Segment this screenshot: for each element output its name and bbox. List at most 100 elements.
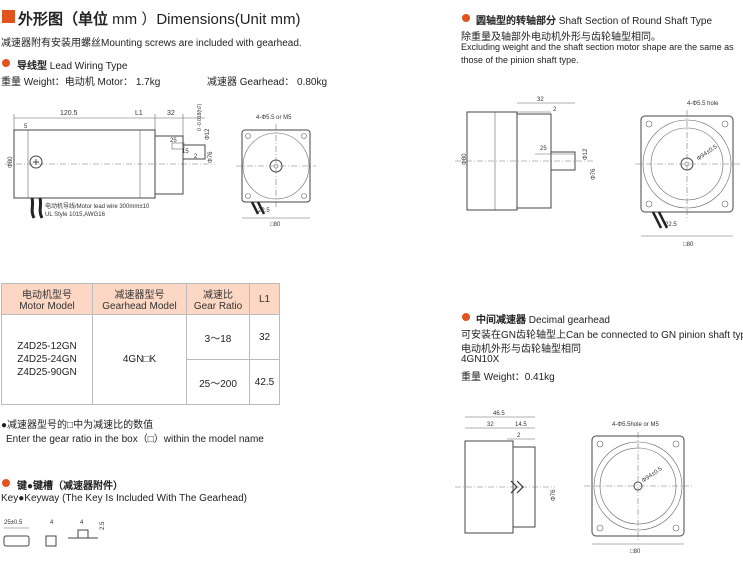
dim-5: 5 — [24, 124, 28, 130]
round-shaft-label-en: Shaft Section of Round Shaft Type — [558, 16, 713, 27]
motor-model-1: Z4D25-12GN — [17, 341, 77, 352]
rs-dim-2: 2 — [553, 107, 557, 113]
round-shaft-desc-en1: Excluding weight and the shaft section m… — [461, 42, 734, 52]
title-marker — [2, 10, 15, 23]
key-dim-4b: 4 — [80, 520, 84, 526]
table-row: Z4D25-12GN Z4D25-24GN Z4D25-90GN 4GN□K 3… — [1, 314, 280, 405]
dg-dim-14-5: 14.5 — [515, 422, 527, 428]
round-shaft-label-zh: 圆轴型的转轴部分 — [476, 16, 556, 27]
key-dim-25: 25±0.5 — [4, 520, 23, 526]
lead-wiring-label-zh: 导线型 — [17, 61, 47, 72]
cell-ratio-1: 3～18 — [186, 314, 250, 360]
rs-dim-sq80: □80 — [683, 242, 694, 248]
header-l1: L1 — [249, 283, 280, 315]
decimal-bullet — [462, 313, 470, 321]
decimal-label: 中间减速器 Decimal gearhead — [476, 311, 610, 326]
header-gear-ratio: 减速比 Gear Ratio — [186, 283, 250, 315]
dg-dim-phi76: Φ76 — [551, 489, 557, 501]
dim-25: 25 — [170, 138, 177, 144]
gearhead-weight: 减速器 Gearhead： 0.80kg — [207, 77, 328, 88]
dg-dim-46-5: 46.5 — [493, 411, 505, 417]
decimal-label-en: Decimal gearhead — [528, 315, 610, 326]
gear-note-zh: ●减速器型号的□中为减速比的数值 — [1, 420, 154, 431]
title-en: Dimensions(Unit mm) — [156, 11, 301, 28]
decimal-front-drawing: 4-Φ5.5hole or M5 Φ94±0.5 □80 — [584, 422, 692, 555]
dim-22-5: 22.5 — [258, 208, 270, 214]
decimal-label-zh: 中间减速器 — [476, 315, 526, 326]
dg-dim-32: 32 — [487, 422, 494, 428]
hole-label: 4-Φ5.5 or M5 — [256, 115, 292, 121]
header-motor-zh: 电动机型号 — [22, 290, 72, 301]
dg-dim-2: 2 — [517, 433, 521, 439]
rs-dim-phi12: Φ12 — [583, 148, 589, 160]
rs-hole-label: 4-Φ5.5 hole — [687, 101, 719, 107]
cell-ratio-2: 25～200 — [186, 359, 250, 405]
cell-motor-models: Z4D25-12GN Z4D25-24GN Z4D25-90GN — [1, 314, 93, 405]
round-shaft-side-drawing: 32 2 25 Φ80 Φ12 Φ76 — [455, 97, 597, 211]
dg-hole-label: 4-Φ5.5hole or M5 — [612, 422, 659, 428]
round-shaft-label: 圆轴型的转轴部分 Shaft Section of Round Shaft Ty… — [476, 12, 712, 27]
header-gearhead-en: Gearhead Model — [102, 301, 177, 312]
rs-dim-32: 32 — [537, 97, 544, 103]
key-desc: Key●Keyway (The Key Is Included With The… — [1, 493, 247, 504]
dim-sq80: □80 — [270, 222, 281, 228]
header-ratio-zh: 减速比 — [203, 290, 233, 301]
dim-phi76: Φ76 — [208, 151, 214, 163]
key-bullet — [2, 479, 10, 487]
lead-wiring-side-drawing: 120.5 L1 32 5 25 15 2 Φ80 Φ12 Φ76 0 -0.0… — [5, 103, 215, 219]
rs-dim-phi94: Φ94±0.5 — [696, 144, 719, 163]
key-drawing: 25±0.5 4 4 2.5 — [3, 520, 106, 547]
round-shaft-front-drawing: 4-Φ5.5 hole Φ94±0.5 22.5 □80 — [635, 101, 741, 248]
mounting-note: 减速器附有安装用螺丝Mounting screws are included w… — [1, 38, 302, 49]
title-unit: mm ） — [108, 11, 157, 28]
dim-phi12: Φ12 — [205, 128, 211, 140]
decimal-model: 4GN10X — [461, 354, 500, 365]
header-gearhead-zh: 减速器型号 — [114, 290, 165, 301]
shaft-tol: 0 -0.018(h7) — [197, 103, 203, 131]
round-shaft-bullet — [462, 14, 470, 22]
motor-model-3: Z4D25-90GN — [17, 367, 77, 378]
rs-dim-phi80: Φ80 — [462, 153, 468, 165]
decimal-weight: 重量 Weight：0.41kg — [461, 372, 555, 383]
dim-32: 32 — [167, 110, 175, 117]
header-motor-en: Motor Model — [19, 301, 75, 312]
key-dim-2-5: 2.5 — [100, 521, 106, 530]
decimal-side-drawing: 46.5 32 14.5 2 Φ76 — [455, 411, 557, 534]
table-row: 25～200 42.5 — [2, 359, 280, 405]
key-dim-4: 4 — [50, 520, 54, 526]
decimal-line2: 电动机外形与齿轮轴型相同 — [461, 344, 581, 355]
dim-total: 120.5 — [60, 110, 78, 117]
dim-2: 2 — [194, 154, 198, 160]
rs-dim-phi76: Φ76 — [591, 168, 597, 180]
page-title: 外形图（单位 mm ）Dimensions(Unit mm) — [18, 8, 301, 29]
lead-wiring-label: 导线型 Lead Wiring Type — [17, 57, 127, 72]
table-header-row: 电动机型号 Motor Model 减速器型号 Gearhead Model 减… — [1, 283, 280, 315]
lead-wiring-front-drawing: 4-Φ5.5 or M5 22.5 □80 — [236, 115, 316, 228]
key-label: 键●键槽（减速器附件） — [17, 481, 124, 492]
lead-wiring-label-en: Lead Wiring Type — [49, 61, 128, 72]
decimal-line1: 可安装在GN齿轮轴型上Can be connected to GN pinion… — [461, 330, 743, 341]
lead-wiring-bullet — [2, 59, 10, 67]
dg-dim-sq80: □80 — [630, 549, 641, 555]
gear-note-en: Enter the gear ratio in the box（□）within… — [6, 434, 264, 445]
header-motor-model: 电动机型号 Motor Model — [1, 283, 93, 315]
dg-dim-phi94: Φ94±0.5 — [641, 466, 664, 485]
dim-phi80: Φ80 — [8, 156, 14, 168]
lead-note: 电动机导线/Motor lead wire 300mm±10 — [45, 202, 150, 210]
rs-dim-22-5: 22.5 — [665, 222, 677, 228]
header-ratio-en: Gear Ratio — [193, 301, 243, 312]
dim-l1: L1 — [135, 110, 143, 117]
rs-dim-25: 25 — [540, 146, 547, 152]
title-zh: 外形图（单位 — [18, 11, 109, 28]
cell-l1-2: 42.5 — [249, 359, 280, 405]
motor-weight: 重量 Weight：电动机 Motor： 1.7kg — [1, 77, 161, 88]
cell-gearhead-model: 4GN□K — [92, 314, 187, 405]
lead-style: UL Style 1015,AWG16 — [45, 212, 106, 218]
cell-l1-1: 32 — [249, 314, 280, 360]
round-shaft-desc-zh: 除重量及轴部外电动机外形与齿轮轴型相同。 — [461, 32, 661, 43]
motor-model-2: Z4D25-24GN — [17, 354, 77, 365]
spec-table: 电动机型号 Motor Model 减速器型号 Gearhead Model 减… — [1, 283, 280, 405]
dim-15: 15 — [182, 149, 189, 155]
round-shaft-desc-en2: those of the pinion shaft type. — [461, 55, 579, 65]
header-gearhead-model: 减速器型号 Gearhead Model — [92, 283, 187, 315]
